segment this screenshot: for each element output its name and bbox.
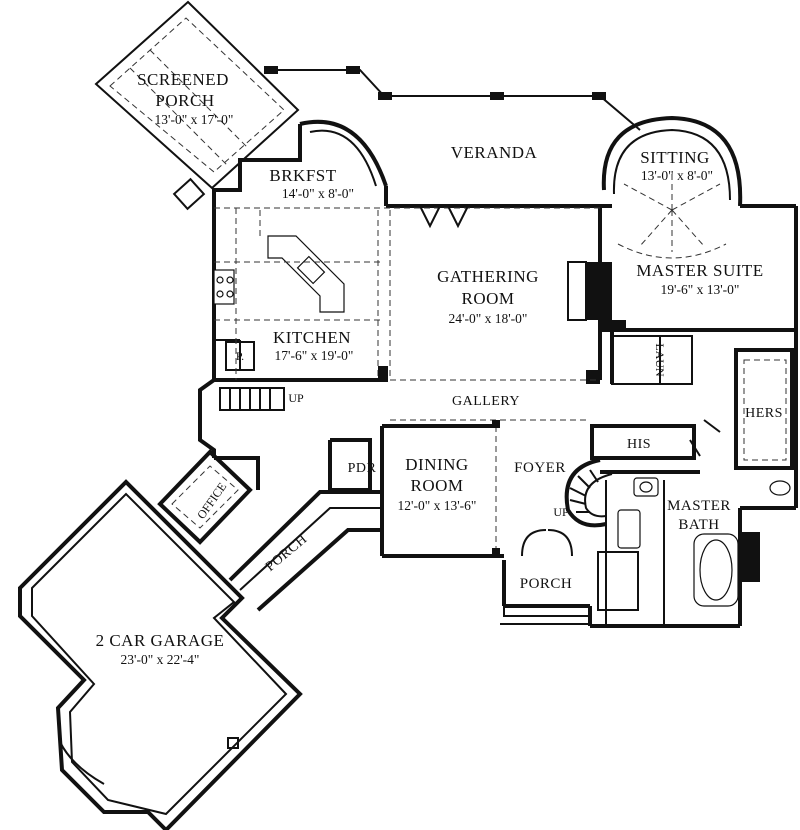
- pantry-label: P.: [236, 349, 244, 363]
- pdr-label: PDR: [348, 461, 377, 476]
- foyer-name: FOYER: [514, 460, 566, 476]
- screened-porch-area: [94, 0, 300, 211]
- sitting-name: SITTING: [640, 148, 710, 167]
- kitchen-fixtures: [213, 207, 600, 380]
- garage-dims: 23'-0" x 22'-4": [121, 652, 200, 667]
- kitchen-name: KITCHEN: [273, 328, 351, 347]
- gathering-room-dims: 24'-0" x 18'-0": [449, 311, 528, 326]
- screened-porch-name-2: PORCH: [155, 91, 214, 110]
- dining-room-dims: 12'-0" x 13'-6": [398, 498, 477, 513]
- interior-walls: [157, 206, 796, 626]
- foyer-up-label: UP: [553, 505, 569, 519]
- gathering-room-name-2: ROOM: [461, 289, 514, 308]
- laun-label: LAUN: [653, 343, 667, 377]
- porch-front-label: PORCH: [520, 576, 573, 592]
- veranda-name: VERANDA: [451, 143, 538, 162]
- doors: [419, 205, 721, 557]
- hers-label: HERS: [745, 406, 783, 421]
- garage-area: [18, 479, 303, 830]
- master-bath-name-1: MASTER: [667, 498, 731, 514]
- master-suite-dims: 19'-6" x 13'-0": [661, 282, 740, 297]
- garage-name: 2 CAR GARAGE: [96, 631, 225, 650]
- brkfst-dims: 14'-0" x 8'-0": [282, 186, 354, 201]
- gathering-room-name-1: GATHERING: [437, 267, 539, 286]
- screened-porch-name-1: SCREENED: [137, 70, 229, 89]
- sitting-room-ceiling: [617, 170, 727, 259]
- foyer-stair: [564, 458, 613, 528]
- his-label: HIS: [627, 437, 651, 452]
- brkfst-name: BRKFST: [269, 166, 336, 185]
- screened-porch-dims: 13'-0" x 17'-0": [155, 112, 234, 127]
- master-bath-name-2: BATH: [678, 517, 719, 533]
- gallery-name: GALLERY: [452, 394, 520, 409]
- dining-room-name-1: DINING: [405, 455, 468, 474]
- kitchen-dims: 17'-6" x 19'-0": [275, 348, 354, 363]
- sitting-dims: 13'-0" x 8'-0": [641, 168, 713, 183]
- dining-room-name-2: ROOM: [410, 476, 463, 495]
- exterior-walls: [198, 66, 798, 628]
- stair-up-label: UP: [288, 391, 304, 405]
- master-suite-name: MASTER SUITE: [636, 261, 763, 280]
